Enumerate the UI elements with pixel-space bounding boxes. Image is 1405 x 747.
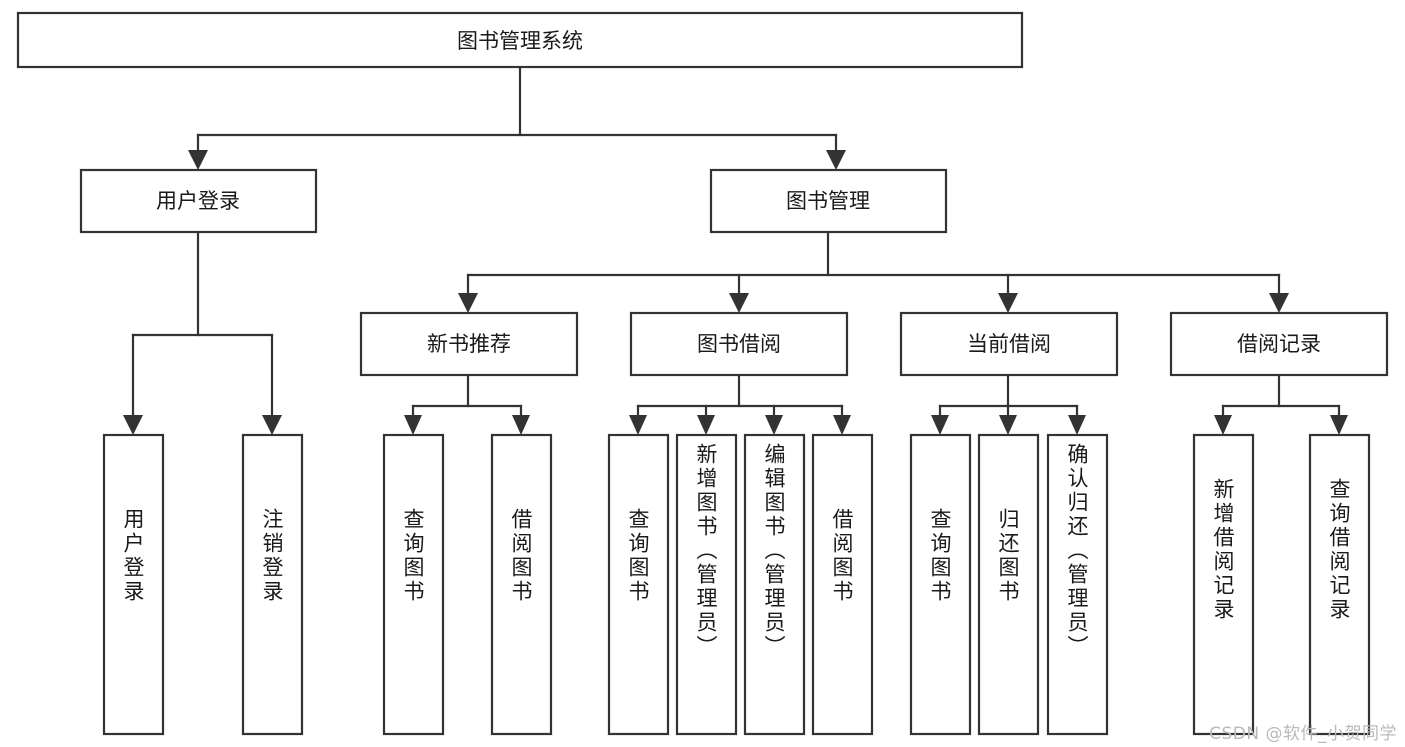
arrowhead-leaf-borrow-book-2 bbox=[833, 415, 851, 435]
node-leaf-query-borrow-record-box[interactable] bbox=[1308, 433, 1371, 736]
node-leaf-add-borrow-record-box[interactable] bbox=[1192, 433, 1255, 736]
node-leaf-user-login-box[interactable] bbox=[102, 433, 165, 736]
node-book-borrow[interactable]: 图书借阅 bbox=[629, 311, 849, 377]
node-book-manage-box[interactable] bbox=[709, 168, 948, 234]
watermark-text: CSDN @软件_小贺同学 bbox=[1209, 724, 1397, 744]
node-leaf-logout-login-box[interactable] bbox=[241, 433, 304, 736]
node-user-login-label: 用户登录 bbox=[156, 189, 240, 213]
node-leaf-query-book-2-box[interactable] bbox=[607, 433, 670, 736]
arrowhead-leaf-edit-book-admin bbox=[765, 415, 783, 435]
connector-layer bbox=[123, 65, 1348, 435]
arrowhead-leaf-return-book bbox=[999, 415, 1017, 435]
node-current-borrow[interactable]: 当前借阅 bbox=[899, 311, 1119, 377]
arrowhead-leaf-confirm-return-admin bbox=[1068, 415, 1086, 435]
arrowhead-user-login bbox=[188, 150, 208, 170]
node-current-borrow-label: 当前借阅 bbox=[967, 332, 1051, 356]
node-leaf-edit-book-admin-box[interactable] bbox=[743, 433, 806, 736]
node-leaf-borrow-book-2-box[interactable] bbox=[811, 433, 874, 736]
arrowhead-leaf-borrow-book-1 bbox=[512, 415, 530, 435]
arrowhead-new-book-recommend bbox=[458, 293, 478, 313]
arrowhead-book-manage bbox=[826, 150, 846, 170]
node-new-book-recommend[interactable]: 新书推荐 bbox=[359, 311, 579, 377]
node-new-book-recommend-box[interactable] bbox=[359, 311, 579, 377]
node-user-login[interactable]: 用户登录 bbox=[79, 168, 318, 234]
node-new-book-recommend-label: 新书推荐 bbox=[427, 332, 511, 356]
node-root[interactable]: 图书管理系统 bbox=[16, 11, 1024, 69]
node-book-manage-label: 图书管理 bbox=[786, 189, 870, 213]
node-borrow-record-box[interactable] bbox=[1169, 311, 1389, 377]
arrowhead-borrow-record bbox=[1269, 293, 1289, 313]
leaf-box-layer bbox=[102, 433, 1371, 736]
arrowhead-leaf-query-book-3 bbox=[931, 415, 949, 435]
node-borrow-record[interactable]: 借阅记录 bbox=[1169, 311, 1389, 377]
arrowhead-leaf-query-book-1 bbox=[404, 415, 422, 435]
node-book-manage[interactable]: 图书管理 bbox=[709, 168, 948, 234]
arrowhead-leaf-add-book-admin bbox=[697, 415, 715, 435]
arrowhead-current-borrow bbox=[998, 293, 1018, 313]
node-leaf-query-book-1-box[interactable] bbox=[382, 433, 445, 736]
arrowhead-leaf-query-borrow-record bbox=[1330, 415, 1348, 435]
node-leaf-query-book-3-box[interactable] bbox=[909, 433, 972, 736]
node-user-login-box[interactable] bbox=[79, 168, 318, 234]
arrowhead-leaf-query-book-2 bbox=[629, 415, 647, 435]
node-leaf-confirm-return-admin-box[interactable] bbox=[1046, 433, 1109, 736]
arrowhead-leaf-logout-login bbox=[262, 415, 282, 435]
node-leaf-add-book-admin-box[interactable] bbox=[675, 433, 738, 736]
node-borrow-record-label: 借阅记录 bbox=[1237, 332, 1321, 356]
node-root-box[interactable] bbox=[16, 11, 1024, 69]
node-leaf-borrow-book-1-box[interactable] bbox=[490, 433, 553, 736]
node-book-borrow-label: 图书借阅 bbox=[697, 332, 781, 356]
node-book-borrow-box[interactable] bbox=[629, 311, 849, 377]
arrowhead-leaf-add-borrow-record bbox=[1214, 415, 1232, 435]
node-current-borrow-box[interactable] bbox=[899, 311, 1119, 377]
arrowhead-leaf-user-login bbox=[123, 415, 143, 435]
node-root-label: 图书管理系统 bbox=[457, 29, 583, 53]
node-leaf-return-book-box[interactable] bbox=[977, 433, 1040, 736]
arrowhead-book-borrow bbox=[729, 293, 749, 313]
